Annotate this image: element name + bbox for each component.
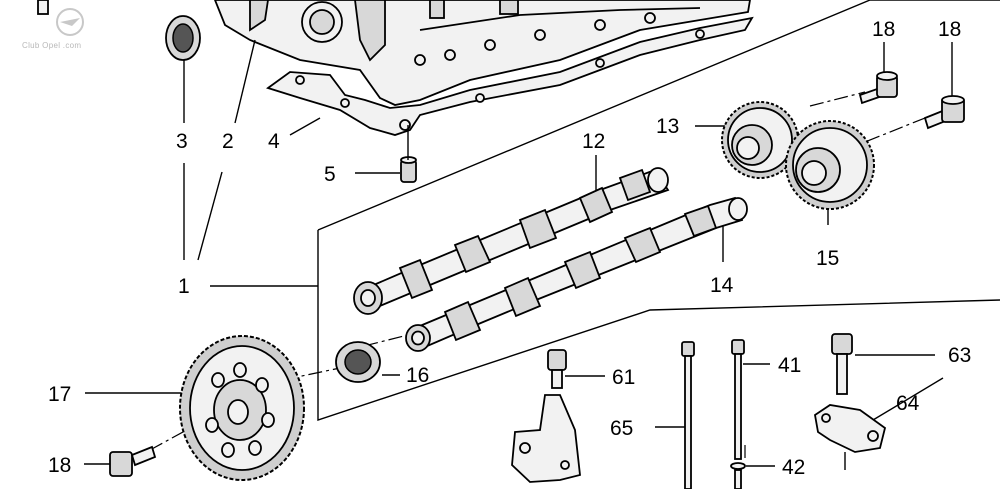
callout-42: 42 [782,456,805,479]
callout-18-c: 18 [48,454,71,477]
callout-15: 15 [816,247,839,270]
callout-13: 13 [656,115,679,138]
watermark-text: Club Opel .com [22,41,81,50]
callout-65: 65 [610,417,633,440]
callout-labels: 3 2 4 5 1 12 13 18 18 15 14 16 17 18 61 … [48,18,971,479]
sprocket-17 [179,335,305,481]
bolt-65 [681,341,695,489]
bolt-41 [730,339,746,489]
watermark-logo: Club Opel .com [22,8,84,50]
corner-fragment [37,0,49,15]
callout-14: 14 [710,274,734,297]
callout-3: 3 [176,130,188,153]
callout-61: 61 [612,366,635,389]
bolt-18-bottom [109,445,157,477]
callout-18-b: 18 [938,18,961,41]
callout-2: 2 [222,130,234,153]
plug-seal [165,15,201,61]
bolt-18-right [923,95,965,130]
head-gasket [266,16,754,136]
callout-5: 5 [324,163,336,186]
callout-16: 16 [406,364,429,387]
callout-18-a: 18 [872,18,895,41]
callout-41: 41 [778,354,801,377]
callout-1: 1 [178,275,190,298]
camshaft-exhaust [405,196,748,352]
dowel-sleeve [400,156,417,183]
sprocket-13 [721,101,799,179]
callout-12: 12 [582,130,605,153]
callout-4: 4 [268,130,280,153]
cylinder-head [214,0,751,106]
camshaft-intake [353,167,670,315]
shaft-seal-16 [335,341,381,383]
bolt-18-left [858,71,898,105]
sprocket-15 [785,120,875,210]
callout-17: 17 [48,383,71,406]
camshaft-group-frame [317,0,1000,421]
bracket [511,394,581,483]
leader-lines [84,39,953,467]
bolt-61 [547,349,567,389]
callout-63: 63 [948,344,971,367]
bracket-64 [814,404,887,470]
callout-64: 64 [896,392,920,415]
bolt-63 [831,333,853,395]
